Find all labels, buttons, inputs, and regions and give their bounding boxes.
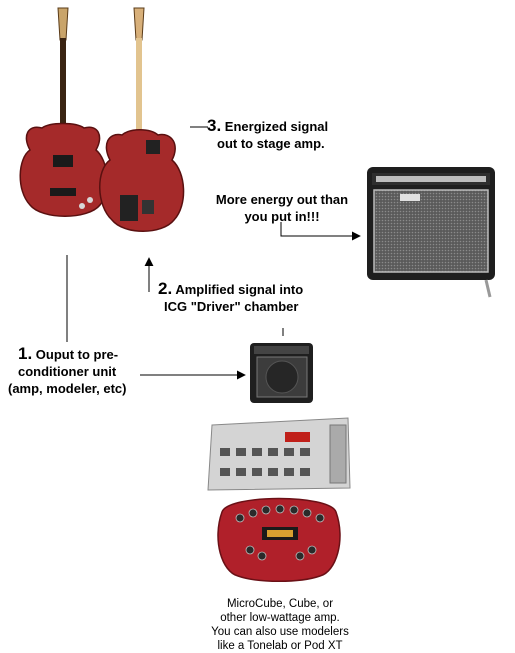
energy-note-line1: More energy out than xyxy=(215,192,349,207)
step-2-label: 2. Amplified signal into ICG "Driver" ch… xyxy=(154,280,303,315)
caption-line2: other low-wattage amp. xyxy=(220,612,340,624)
pod-xt-image xyxy=(217,497,341,582)
signal-flow-lines xyxy=(66,126,361,380)
equipment-caption: MicroCube, Cube, or other low-wattage am… xyxy=(200,597,360,653)
step-1-number: 1. xyxy=(18,344,33,363)
step-1-label: 1. Ouput to pre- conditioner unit (amp, … xyxy=(8,345,126,397)
step-3-number: 3. xyxy=(207,116,222,135)
step-3-line1: Energized signal xyxy=(221,119,329,134)
tonelab-pedal-image xyxy=(207,417,351,491)
step-2-number: 2. xyxy=(158,279,173,298)
step-1-line3: (amp, modeler, etc) xyxy=(8,381,127,396)
step-1-line1: Ouput to pre- xyxy=(32,347,119,362)
step-3-label: 3. Energized signal out to stage amp. xyxy=(207,117,328,152)
microcube-amp-image xyxy=(250,343,313,403)
energy-note: More energy out than you put in!!! xyxy=(197,191,367,225)
caption-line1: MicroCube, Cube, or xyxy=(226,598,334,610)
arrow-to-stage-amp-lower xyxy=(280,222,361,241)
guitar-back-image xyxy=(99,7,185,232)
step-2-line2: ICG "Driver" chamber xyxy=(164,299,299,314)
step-3-line2: out to stage amp. xyxy=(217,136,325,151)
step-1-line2: conditioner unit xyxy=(18,364,117,379)
caption-line4: like a Tonelab or Pod XT xyxy=(217,640,343,652)
stage-amp-image xyxy=(367,167,495,298)
caption-line3: You can also use modelers xyxy=(211,626,349,638)
step-2-line1: Amplified signal into xyxy=(172,282,304,297)
guitar-front-image xyxy=(19,7,108,217)
energy-note-line2: you put in!!! xyxy=(244,209,320,224)
